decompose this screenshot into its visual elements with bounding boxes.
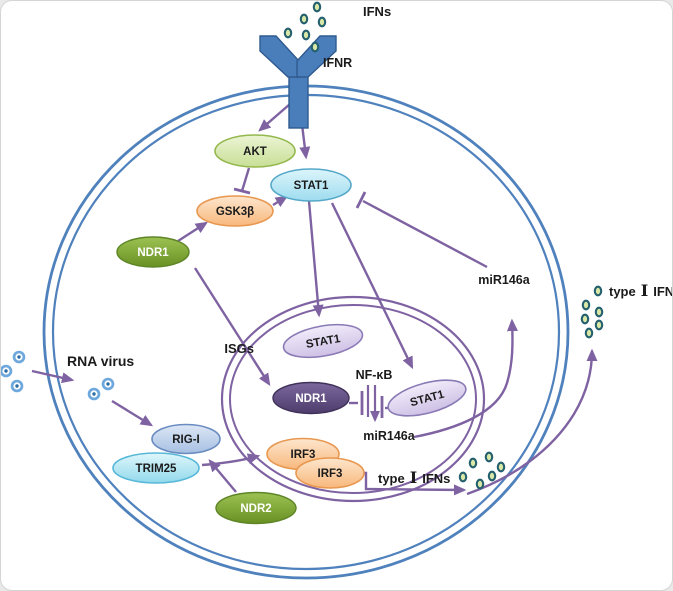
virus-particles (1, 350, 115, 401)
ifn-dot (310, 41, 320, 53)
type1-outside-post: IFNs (653, 284, 673, 299)
ifn-dot (468, 457, 478, 469)
stat1-nucleus-ellipse (387, 379, 467, 417)
nuclear-membrane (220, 295, 486, 503)
node-ndr1-cytoplasm: NDR1 (116, 236, 190, 268)
akt-label: AKT (243, 146, 267, 158)
gsk3b-label: GSK3β (216, 206, 254, 218)
mir146a-cytoplasm-label: miR146a (478, 273, 530, 287)
ifn-dot (581, 299, 591, 311)
ifn-dot (299, 13, 309, 25)
ifnr-label: IFNR (323, 56, 352, 70)
ifn-molecule-dots-cytoplasm (458, 451, 506, 490)
rigi-label: RIG-I (172, 434, 199, 446)
type1-inside-roman: I (410, 468, 417, 487)
nuclear-membrane-inner (229, 304, 477, 494)
type1-inside-post: IFNs (422, 471, 450, 486)
arrow-ndr2-to-rigi-trim25 (208, 459, 237, 493)
ifn-molecule-dots-top (283, 1, 327, 53)
arrow-ndr1-to-nuclear-ndr1 (193, 267, 271, 387)
ifn-molecule-dots-outside (580, 285, 604, 339)
ndr1-cytoplasm-label: NDR1 (137, 247, 169, 259)
ifn-dot (301, 29, 311, 41)
stat1-cytoplasm-ellipse (270, 168, 352, 202)
arrow-ifnr-to-akt (258, 103, 291, 132)
irf3-b-label: IRF3 (318, 468, 343, 480)
type1-ifns-outside-label: type I IFNs (609, 281, 673, 300)
ndr1-nucleus-label: NDR1 (295, 393, 327, 405)
virus-particle (87, 387, 101, 401)
node-rigi: RIG-I (151, 423, 221, 455)
node-stat1-nucleus: STAT1 (387, 379, 467, 417)
node-irf3-b: IRF3 (295, 457, 365, 489)
node-akt: AKT (214, 134, 296, 168)
ndr2-ellipse (215, 491, 297, 525)
ifns-top-label: IFNs (363, 4, 391, 19)
ifn-dot (317, 16, 327, 28)
arrow-virus-to-rigi (111, 399, 154, 427)
irf3-a-label: IRF3 (291, 449, 316, 461)
arrow-stat1-to-nuclear-stat1-isgs (307, 200, 324, 318)
ifn-dot (580, 313, 590, 325)
arrow-rna-virus-entry (31, 369, 75, 384)
type1-ifns-inside-label: type I IFNs (378, 468, 450, 487)
ifn-dot (584, 327, 594, 339)
arrow-ndr1-to-gsk3b (177, 221, 209, 243)
node-ndr2: NDR2 (215, 491, 297, 525)
nfkb-label: NF-κB (356, 368, 393, 382)
ifn-dot (594, 306, 604, 318)
akt-ellipse (214, 134, 296, 168)
ifnr-receptor-right-arm (296, 35, 337, 78)
trim25-label: TRIM25 (136, 463, 178, 475)
node-trim25: TRIM25 (112, 452, 200, 484)
inhibit-akt-to-gsk3b (240, 167, 251, 192)
ndr1-nucleus-ellipse (272, 381, 350, 415)
ifn-dot (484, 451, 494, 463)
trim25-ellipse (112, 452, 200, 484)
rna-virus-label: RNA virus (67, 353, 134, 369)
pathway-connectors (31, 103, 598, 496)
arrow-gsk3b-to-stat1 (272, 195, 289, 207)
gsk3b-ellipse (196, 195, 274, 227)
stat1-isgs-ellipse (282, 323, 364, 359)
virus-particle (10, 379, 24, 393)
node-gsk3b: GSK3β (196, 195, 274, 227)
ifn-dot (594, 319, 604, 331)
ndr1-cytoplasm-ellipse (116, 236, 190, 268)
nuclear-membrane-outer (220, 295, 486, 503)
type1-outside-pre: type (609, 284, 636, 299)
isgs-label: ISGs (224, 341, 254, 356)
virus-particle (1, 364, 13, 378)
arrow-stat1-to-nuclear-stat1 (330, 202, 414, 370)
ifn-dot (593, 285, 603, 297)
ifn-dot (312, 1, 322, 13)
inhibit-akt-to-gsk3b-tbar (233, 187, 251, 195)
irf3-b-ellipse (295, 457, 365, 489)
node-stat1-isgs: STAT1 (282, 323, 364, 359)
virus-particle (101, 377, 115, 391)
mir146a-nucleus-label: miR146a (363, 429, 415, 443)
ifn-dot (283, 27, 293, 39)
arrow-rigi-to-irf3 (201, 453, 261, 467)
ifn-dot (475, 478, 485, 490)
arrow-mir146a-nuclear-export (413, 318, 518, 439)
ifn-dot (496, 461, 506, 473)
node-ndr1-nucleus: NDR1 (272, 381, 350, 415)
type1-outside-roman: I (641, 281, 648, 300)
ifnr-receptor (259, 35, 337, 129)
arrow-type1-ifns-secretion (466, 348, 598, 496)
ifnr-receptor-left-arm (259, 35, 300, 78)
ifn-dot (458, 471, 468, 483)
rigi-ellipse (151, 423, 221, 455)
ifn-dot (487, 470, 497, 482)
virus-particle (12, 350, 26, 364)
node-stat1-cytoplasm: STAT1 (270, 168, 352, 202)
ndr2-label: NDR2 (240, 503, 271, 515)
inhibit-mir146a-to-stat1-tbar (355, 191, 367, 209)
type1-inside-pre: type (378, 471, 405, 486)
stat1-cytoplasm-label: STAT1 (294, 180, 329, 192)
inhibit-mir146a-to-stat1 (362, 199, 488, 269)
